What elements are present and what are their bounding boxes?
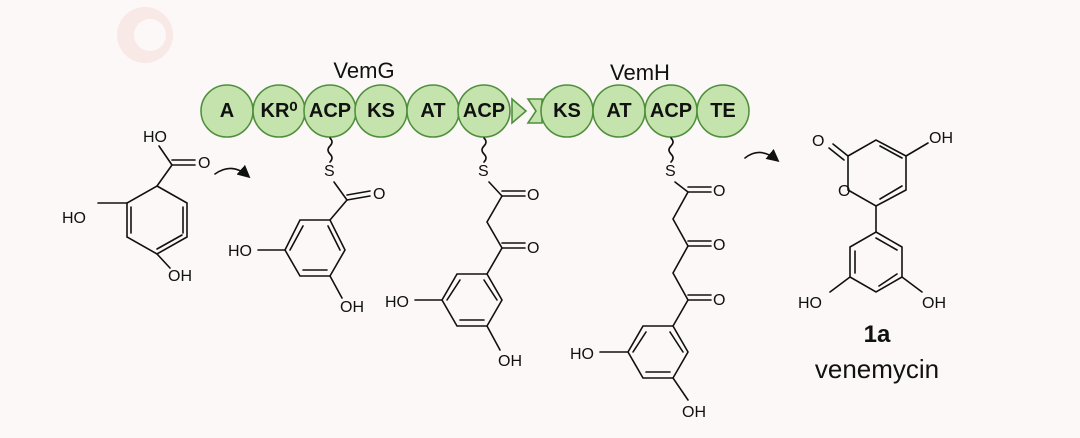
domain-a-label: A xyxy=(220,100,234,122)
domain-acp-3-label: ACP xyxy=(650,100,692,122)
module-label-vemh: VemH xyxy=(610,60,670,85)
atom-o: O xyxy=(812,133,824,150)
atom-ho: HO xyxy=(228,243,252,260)
atom-ho: HO xyxy=(798,295,822,312)
domain-acp-1-label: ACP xyxy=(309,100,351,122)
atom-o: O xyxy=(198,155,210,172)
atom-ho: HO xyxy=(143,129,167,146)
domain-acp-2-label: ACP xyxy=(463,100,505,122)
domain-acp-2 xyxy=(457,84,511,138)
watermark-logo xyxy=(117,7,173,63)
atom-s: S xyxy=(665,163,676,180)
compound-number: 1a xyxy=(864,321,891,348)
atom-o: O xyxy=(713,292,725,309)
structure-intermediate-3: S O O O HO OH xyxy=(570,137,725,421)
atom-o: O xyxy=(713,237,725,254)
arrow-release xyxy=(744,148,780,163)
domain-ks-1-label: KS xyxy=(367,100,395,122)
domain-te-label: TE xyxy=(710,100,736,122)
structure-starter-acid: HO O HO OH xyxy=(62,129,210,285)
structure-venemycin: O OH O HO OH xyxy=(798,130,953,312)
module-label-vemg: VemG xyxy=(333,58,394,83)
vemh-domains: KS AT ACP TE xyxy=(540,84,750,138)
domain-at-2-label: AT xyxy=(606,100,631,122)
atom-ho: HO xyxy=(62,210,86,227)
atom-o: O xyxy=(838,183,850,200)
arrow-loading xyxy=(214,164,251,179)
docking-domain-c xyxy=(511,97,528,125)
atom-oh: OH xyxy=(340,299,364,316)
atom-ho: HO xyxy=(385,294,409,311)
vemg-domains: A KR⁰ ACP KS AT ACP xyxy=(200,84,511,138)
atom-oh: OH xyxy=(682,404,706,421)
atom-s: S xyxy=(324,163,335,180)
structure-intermediate-1: S O HO OH xyxy=(228,137,385,316)
domain-ks-2-label: KS xyxy=(553,100,581,122)
domain-at-1-label: AT xyxy=(420,100,445,122)
docking-domain-n xyxy=(526,98,543,124)
atom-oh: OH xyxy=(929,130,953,147)
atom-oh: OH xyxy=(168,268,192,285)
atom-o: O xyxy=(713,183,725,200)
compound-name: venemycin xyxy=(815,354,939,384)
domain-te xyxy=(696,84,750,138)
atom-o: O xyxy=(527,187,539,204)
atom-o: O xyxy=(373,186,385,203)
atom-s: S xyxy=(478,163,489,180)
structure-intermediate-2: S O O HO OH xyxy=(385,137,539,370)
domain-kr0-label: KR⁰ xyxy=(261,100,298,122)
atom-ho: HO xyxy=(570,346,594,363)
atom-oh: OH xyxy=(498,353,522,370)
atom-oh: OH xyxy=(922,295,946,312)
atom-o: O xyxy=(527,240,539,257)
